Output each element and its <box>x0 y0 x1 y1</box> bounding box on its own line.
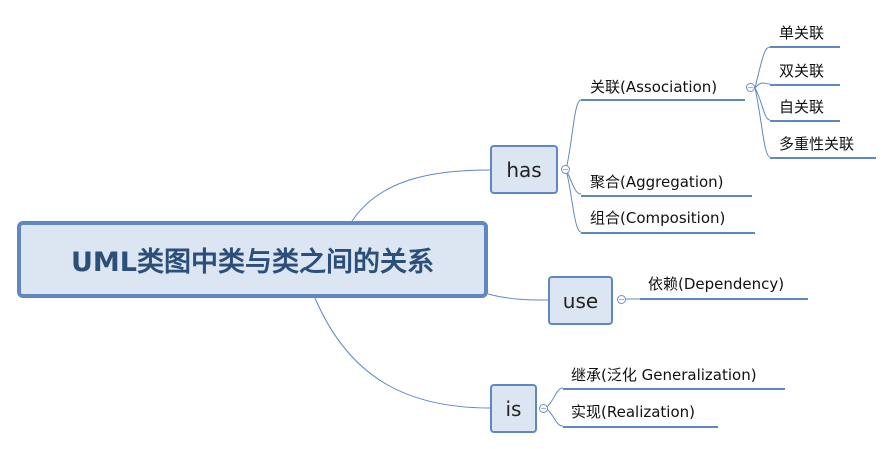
link-root-use <box>487 293 549 301</box>
link-is-realization <box>545 407 564 427</box>
collapse-icon-has[interactable]: − <box>561 165 570 174</box>
link-assoc-double <box>754 82 771 89</box>
subtopic-self-association[interactable]: 自关联 <box>779 98 825 116</box>
subtopic-composition[interactable]: 组合(Composition) <box>590 209 726 227</box>
subtopic-double-association[interactable]: 双关联 <box>779 62 825 80</box>
subtopic-realization[interactable]: 实现(Realization) <box>571 403 696 421</box>
subtopic-multiplicity-association[interactable]: 多重性关联 <box>779 135 855 153</box>
collapse-icon-association[interactable]: − <box>746 83 755 92</box>
topic-is[interactable]: is <box>490 384 537 433</box>
root-topic[interactable]: UML类图中类与类之间的关系 <box>17 221 488 298</box>
subtopic-aggregation[interactable]: 聚合(Aggregation) <box>590 173 724 191</box>
subtopic-generalization[interactable]: 继承(泛化 Generalization) <box>571 366 757 384</box>
subtopic-dependency[interactable]: 依赖(Dependency) <box>648 275 785 293</box>
link-assoc-single <box>754 46 771 89</box>
topic-use[interactable]: use <box>548 276 613 325</box>
link-has-association <box>565 99 582 171</box>
link-root-has <box>351 169 491 222</box>
link-assoc-self <box>754 87 771 121</box>
collapse-icon-is[interactable]: − <box>539 404 548 413</box>
subtopic-single-association[interactable]: 单关联 <box>779 24 825 42</box>
link-assoc-multi <box>754 87 771 158</box>
link-root-is <box>314 297 491 409</box>
link-has-composition <box>565 169 582 233</box>
collapse-icon-use[interactable]: − <box>617 295 626 304</box>
link-is-generalization <box>545 387 564 409</box>
subtopic-association[interactable]: 关联(Association) <box>590 78 718 96</box>
topic-has[interactable]: has <box>490 145 558 194</box>
